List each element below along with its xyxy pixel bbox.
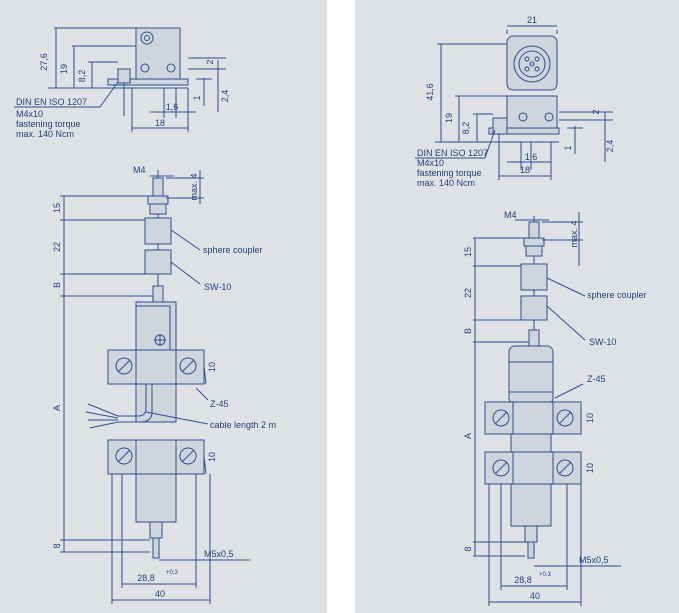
dim-tolerance: +0,3 <box>166 570 179 576</box>
dim-10-upper: 10 <box>585 413 595 423</box>
right-top-view: 21 41,6 19 8,2 2 2,4 1 1,6 18 DIN EN ISO… <box>415 15 615 188</box>
label-sphere-coupler: sphere coupler <box>587 290 647 300</box>
note-m4x10: M4x10 <box>16 109 43 119</box>
left-sphere-coupler <box>144 217 172 245</box>
left-fastening-screw <box>117 68 131 84</box>
left-m4-thread <box>152 177 164 197</box>
dim-max-4: max. 4 <box>569 220 579 247</box>
dim-10-upper: 10 <box>207 362 217 372</box>
dim-1: 1 <box>563 145 573 150</box>
left-clamp-body <box>135 27 181 81</box>
dim-2-4: 2,4 <box>605 140 615 153</box>
note-torque-value: max. 140 Ncm <box>417 178 475 188</box>
label-sphere-coupler: sphere coupler <box>203 245 263 255</box>
dim-8: 8 <box>463 546 473 551</box>
dim-1-6: 1,6 <box>166 102 179 112</box>
label-m5: M5x0,5 <box>579 555 609 565</box>
right-drawing-svg: 21 41,6 19 8,2 2 2,4 1 1,6 18 DIN EN ISO… <box>415 15 647 606</box>
label-cable-length: cable length 2 m <box>210 420 276 430</box>
dim-27-6: 27,6 <box>39 53 49 71</box>
dim-40: 40 <box>155 589 165 599</box>
right-sw10-nut <box>520 295 548 321</box>
dim-18: 18 <box>520 165 530 175</box>
right-m4-thread <box>528 221 540 239</box>
left-drawing-svg: 27,6 19 8,2 2 2,4 1 1,6 18 DIN EN ISO 12… <box>14 27 276 604</box>
note-din: DIN EN ISO 1207 <box>16 97 87 107</box>
note-torque-label: fastening torque <box>16 119 81 129</box>
label-m4: M4 <box>133 165 146 175</box>
dim-b: B <box>52 282 62 288</box>
drawing-panel-connector-version: 21 41,6 19 8,2 2 2,4 1 1,6 18 DIN EN ISO… <box>355 0 679 613</box>
drawing-panel-cable-version: 27,6 19 8,2 2 2,4 1 1,6 18 DIN EN ISO 12… <box>0 0 327 613</box>
label-z45: Z-45 <box>210 399 229 409</box>
dim-10-lower: 10 <box>207 452 217 462</box>
dim-19: 19 <box>59 64 69 74</box>
dim-15: 15 <box>52 203 62 213</box>
label-m5: M5x0,5 <box>204 549 234 559</box>
dim-18: 18 <box>155 118 165 128</box>
left-sw10-nut <box>144 249 172 275</box>
dim-1-6: 1,6 <box>525 152 538 162</box>
left-m5-tip <box>152 537 160 559</box>
right-sphere-coupler <box>520 263 548 291</box>
dim-40: 40 <box>530 591 540 601</box>
dim-2: 2 <box>205 59 215 64</box>
right-main-view: M4 max. 4 15 22 B A 8 10 10 sphere coupl… <box>463 210 647 606</box>
note-din: DIN EN ISO 1207 <box>417 148 488 158</box>
label-sw10: SW-10 <box>589 337 616 347</box>
right-mount-plate <box>488 127 560 135</box>
dim-22: 22 <box>52 242 62 252</box>
dim-19: 19 <box>444 113 454 123</box>
dim-21: 21 <box>527 15 537 25</box>
label-sw10: SW-10 <box>204 282 231 292</box>
dim-41-6: 41,6 <box>425 83 435 101</box>
label-m4: M4 <box>504 210 517 220</box>
dim-2-4: 2,4 <box>220 90 230 103</box>
dim-1: 1 <box>192 95 202 100</box>
left-screw-head-top <box>140 31 154 45</box>
left-main-view: M4 max. 4 15 22 B A 8 10 10 sphere coupl… <box>52 165 276 604</box>
left-cable <box>118 362 147 417</box>
dim-b: B <box>463 328 473 334</box>
label-z45: Z-45 <box>587 374 606 384</box>
dim-max-4: max. 4 <box>189 173 199 200</box>
dim-tolerance: +0,3 <box>539 572 552 578</box>
note-torque-label: fastening torque <box>417 168 482 178</box>
left-mount-plate <box>107 78 189 86</box>
right-fastening-screw <box>492 117 508 135</box>
right-connector-housing <box>508 345 554 405</box>
dim-2: 2 <box>591 109 601 114</box>
dim-a: A <box>463 433 473 439</box>
right-m5-tip <box>527 541 535 559</box>
dim-22: 22 <box>463 288 473 298</box>
dim-28-8: 28,8 <box>514 575 532 585</box>
dim-15: 15 <box>463 247 473 257</box>
dim-28-8: 28,8 <box>137 573 155 583</box>
dim-8-2: 8,2 <box>77 70 87 83</box>
dim-8: 8 <box>52 543 62 548</box>
dim-8-2: 8,2 <box>461 122 471 135</box>
left-top-view: 27,6 19 8,2 2 2,4 1 1,6 18 DIN EN ISO 12… <box>14 27 230 139</box>
right-connector-socket <box>513 45 551 83</box>
note-m4x10: M4x10 <box>417 158 444 168</box>
note-torque-value: max. 140 Ncm <box>16 129 74 139</box>
dim-10-lower: 10 <box>585 463 595 473</box>
dim-a: A <box>52 405 62 411</box>
